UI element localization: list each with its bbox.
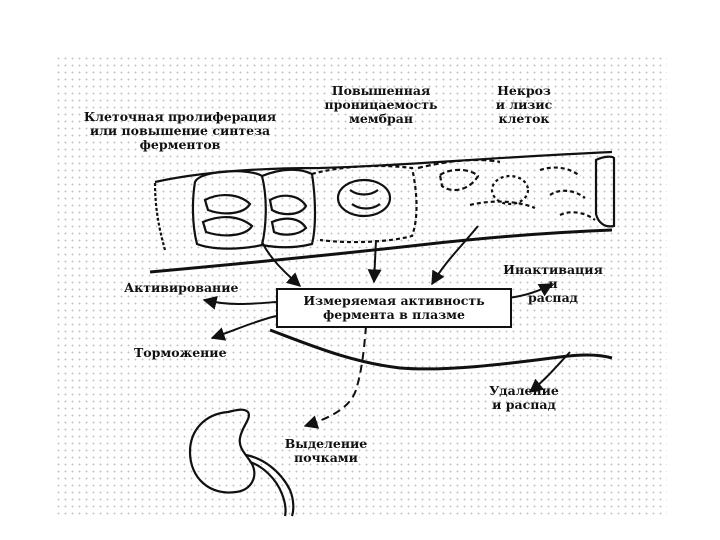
label-permeability: Повышенная проницаемость мембран — [316, 84, 446, 126]
label-necrosis: Некроз и лизис клеток — [482, 84, 566, 126]
label-activation: Активирование — [124, 281, 238, 295]
arrow-permeability — [374, 240, 376, 282]
label-removal: Удаление и распад — [470, 384, 578, 412]
arrow-excretion — [305, 326, 366, 426]
label-excretion: Выделение почками — [268, 437, 384, 465]
arrow-activation — [204, 300, 276, 304]
label-inhibition: Торможение — [134, 346, 227, 360]
tissue-cells — [155, 152, 614, 250]
label-measured-activity: Измеряемая активность фермента в плазме — [303, 294, 484, 322]
measured-activity-box: Измеряемая активность фермента в плазме — [276, 288, 512, 328]
arrow-proliferation — [262, 242, 300, 286]
label-inactivation: Инактивация и распад — [490, 263, 616, 305]
arrow-necrosis — [432, 226, 478, 284]
arrow-inhibition — [212, 316, 276, 338]
label-proliferation: Клеточная пролиферация или повышение син… — [64, 110, 296, 152]
